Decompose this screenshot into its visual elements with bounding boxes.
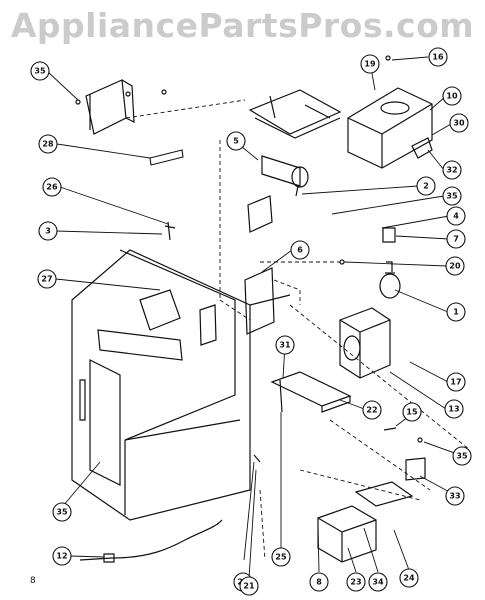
- callout-24: 24: [399, 568, 419, 588]
- callout-label: 35: [34, 67, 46, 76]
- callout-21: 21: [239, 576, 259, 596]
- transformer: [339, 307, 391, 379]
- callout-31: 31: [275, 335, 295, 355]
- callout-label: 2: [423, 182, 429, 191]
- callout-label: 30: [453, 119, 465, 128]
- exploded-guide-lines: [219, 140, 471, 561]
- callout-label: 24: [403, 574, 415, 583]
- callout-label: 15: [406, 408, 418, 417]
- callout-label: 22: [366, 406, 377, 415]
- callout-label: 1: [453, 308, 459, 317]
- callout-label: 13: [448, 405, 459, 414]
- bracket-top-left: [85, 79, 246, 135]
- callout-26: 26: [42, 177, 62, 197]
- callout-label: 16: [432, 53, 444, 62]
- callout-27: 27: [37, 269, 57, 289]
- callout-label: 27: [41, 275, 52, 284]
- callout-label: 3: [45, 227, 51, 236]
- callout-2: 2: [416, 176, 436, 196]
- callout-label: 4: [453, 212, 459, 221]
- callout-label: 19: [364, 60, 376, 69]
- callout-30: 30: [449, 113, 469, 133]
- callout-17: 17: [446, 372, 466, 392]
- callout-35-c: 35: [452, 446, 472, 466]
- control-panel-bracket: [244, 267, 301, 335]
- callout-8: 8: [309, 572, 329, 592]
- callout-label: 6: [297, 246, 303, 255]
- callout-label: 12: [56, 552, 67, 561]
- callout-label: 23: [350, 578, 361, 587]
- callout-label: 7: [453, 235, 459, 244]
- callout-label: 5: [233, 137, 239, 146]
- callout-label: 28: [42, 140, 54, 149]
- fan-motor-assembly: [347, 87, 433, 169]
- callout-35-a: 35: [30, 61, 50, 81]
- leader-lines: [47, 56, 461, 579]
- light-socket-and-bulb: [379, 227, 401, 299]
- callout-6: 6: [290, 240, 310, 260]
- page-number: 8: [30, 576, 36, 586]
- callout-7: 7: [446, 229, 466, 249]
- insulation-pad: [247, 195, 273, 233]
- callout-label: 35: [56, 508, 68, 517]
- strip-part-28: [149, 149, 184, 166]
- callout-1: 1: [446, 302, 466, 322]
- callout-20: 20: [445, 256, 465, 276]
- callout-label: 31: [279, 341, 291, 350]
- callout-5: 5: [226, 131, 246, 151]
- callout-label: 35: [456, 452, 468, 461]
- capacitor: [261, 155, 309, 197]
- callout-12: 12: [52, 546, 72, 566]
- callout-28: 28: [38, 134, 58, 154]
- callout-13: 13: [444, 399, 464, 419]
- callout-label: 34: [372, 578, 384, 587]
- callout-label: 17: [450, 378, 461, 387]
- callout-label: 10: [446, 92, 458, 101]
- callout-33: 33: [445, 486, 465, 506]
- callout-25: 25: [271, 547, 291, 567]
- callout-label: 8: [316, 578, 322, 587]
- callout-19: 19: [360, 54, 380, 74]
- callout-32: 32: [442, 160, 462, 180]
- screws-and-fasteners: [75, 55, 423, 463]
- callout-4: 4: [446, 206, 466, 226]
- callout-22: 22: [362, 400, 382, 420]
- callout-10: 10: [442, 86, 462, 106]
- callout-label: 20: [449, 262, 461, 271]
- callout-label: 26: [46, 183, 58, 192]
- callout-35-b: 35: [442, 186, 462, 206]
- callout-3: 3: [38, 221, 58, 241]
- cabinet-frame: [71, 249, 291, 521]
- power-cord: [79, 519, 223, 563]
- callout-15: 15: [402, 402, 422, 422]
- callout-35-d: 35: [52, 502, 72, 522]
- callout-label: 25: [275, 553, 287, 562]
- callout-34: 34: [368, 572, 388, 592]
- callout-label: 32: [446, 166, 457, 175]
- callout-label: 33: [449, 492, 460, 501]
- mounting-plate-top: [248, 89, 342, 139]
- callout-label: 21: [243, 582, 255, 591]
- capacitor-bracket-assembly: [317, 481, 414, 563]
- callout-16: 16: [428, 47, 448, 67]
- callout-label: 35: [446, 192, 458, 201]
- callout-23: 23: [346, 572, 366, 592]
- support-bracket-22: [270, 371, 352, 413]
